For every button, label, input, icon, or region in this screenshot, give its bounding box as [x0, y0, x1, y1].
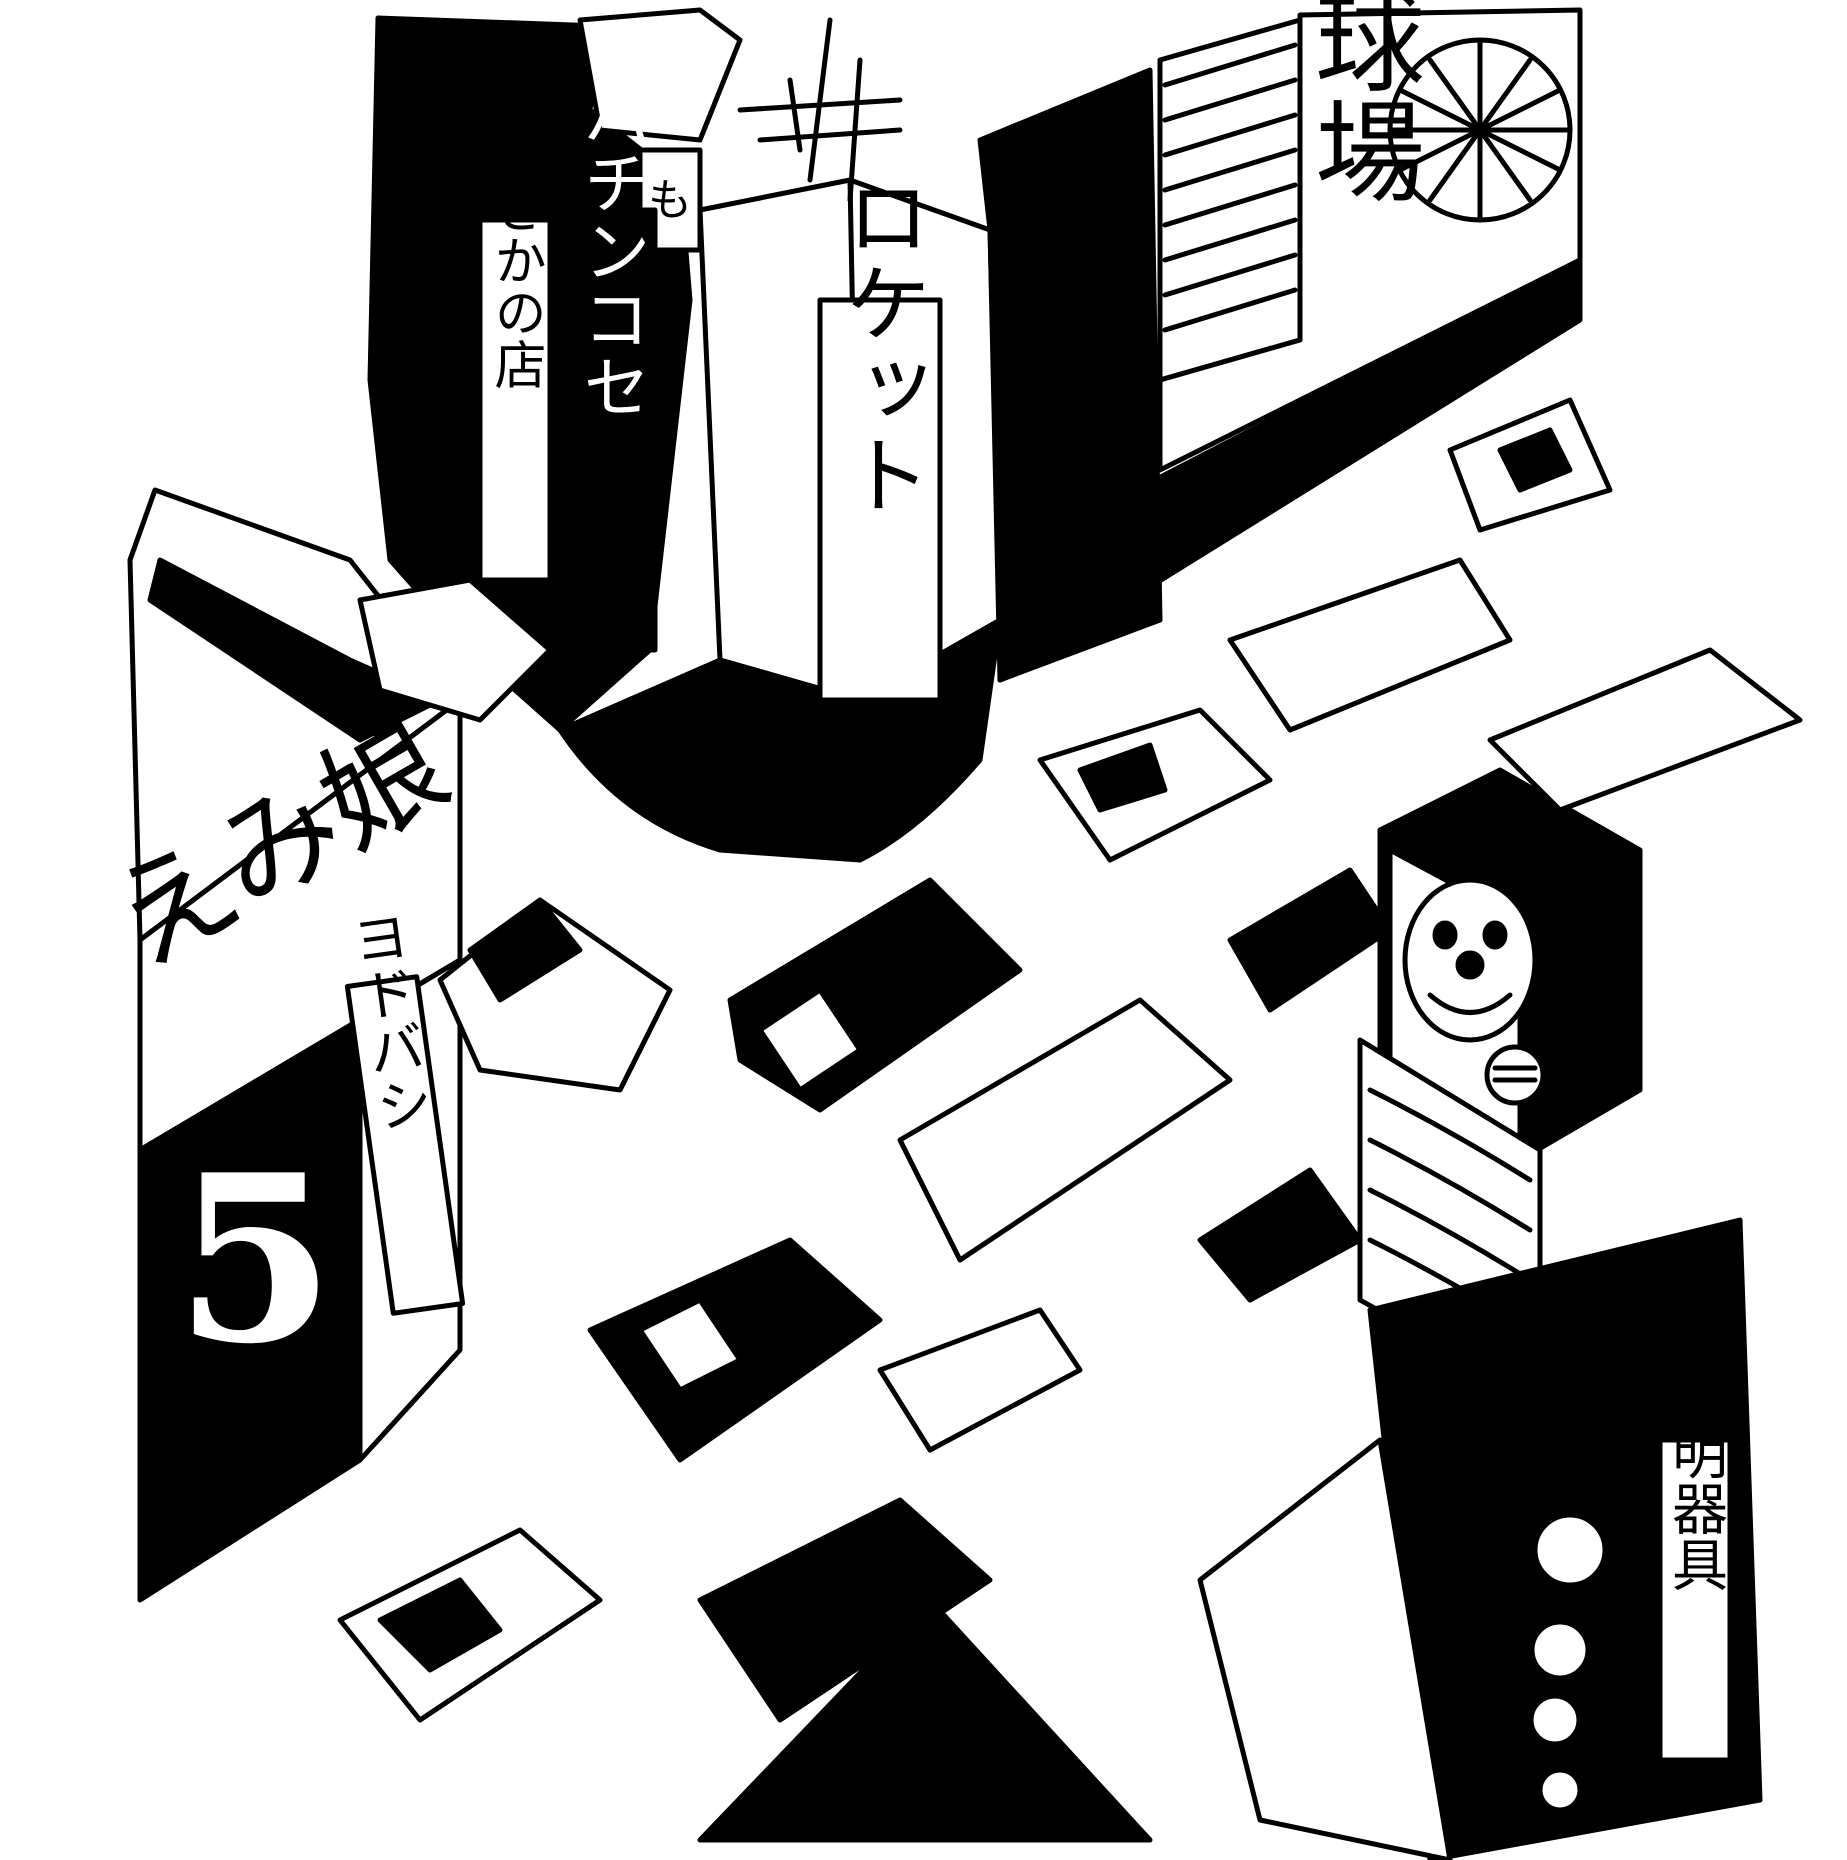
car	[897, 997, 1233, 1263]
tower-sign: ロケット	[817, 173, 943, 703]
left-building	[127, 487, 463, 1603]
car	[727, 877, 1023, 1113]
car	[1227, 867, 1393, 1013]
car	[697, 1497, 993, 1723]
car	[1487, 647, 1803, 813]
left-tall-sign-text: 箱さかの店	[485, 130, 545, 390]
starburst-graphic	[1387, 37, 1573, 223]
tower-sign-text: ロケット	[830, 173, 930, 517]
car	[437, 897, 673, 1093]
bottom-right-vertical-sign: 照明器具	[1657, 1368, 1733, 1763]
car	[337, 1527, 603, 1723]
left-tall-sign: 箱さかの店	[477, 130, 553, 583]
car	[587, 1237, 883, 1463]
striped-shutter	[1162, 42, 1298, 333]
clown-face-sign	[1402, 877, 1546, 1106]
car	[1447, 397, 1613, 533]
car	[877, 1307, 1083, 1453]
car	[1037, 707, 1273, 863]
car	[1197, 1167, 1363, 1303]
car	[1227, 557, 1513, 733]
number-five-text: 5	[175, 1125, 335, 1395]
car	[357, 577, 553, 723]
top-right-billboard-text: 野球場	[1296, 0, 1424, 205]
pachinko-sign: パチンコセ	[562, 80, 658, 653]
street-shadow-triangle	[697, 1597, 1153, 1843]
bottom-right-vertical-sign-text: 照明器具	[1663, 1368, 1728, 1592]
top-right-billboard: 野球場	[1296, 0, 1424, 205]
pachinko-sign-text: パチンコセ	[571, 80, 650, 420]
bottom-right-building	[1197, 767, 1763, 1860]
number-five-sign: 5	[175, 1125, 335, 1395]
